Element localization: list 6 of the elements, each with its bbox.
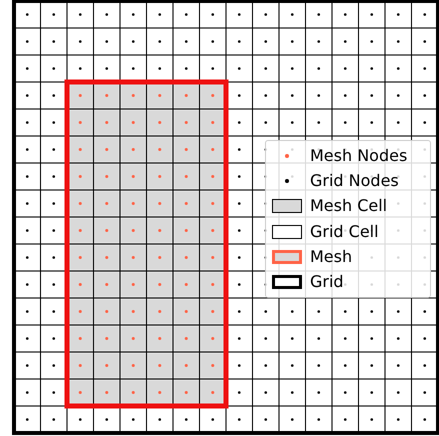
legend-label: Mesh Nodes (310, 146, 408, 165)
legend-label: Grid (310, 273, 344, 292)
legend-label: Mesh Cell (310, 197, 388, 216)
legend-label: Mesh (310, 248, 352, 266)
legend-label: Grid Cell (310, 222, 379, 241)
legend-label: Grid Nodes (310, 172, 399, 190)
